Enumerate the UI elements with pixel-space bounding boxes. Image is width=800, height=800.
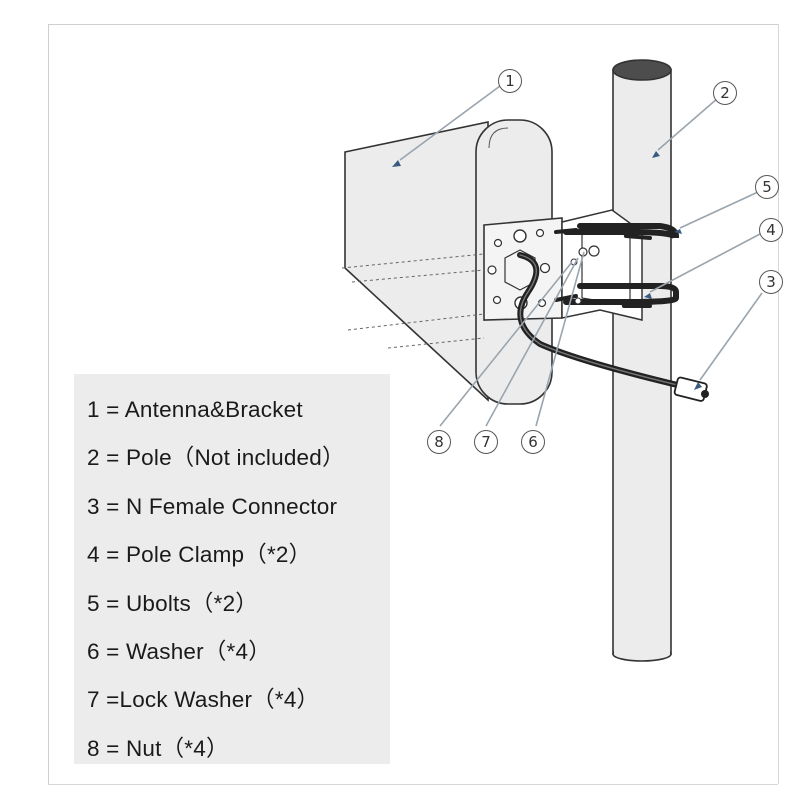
legend-item: 8 = Nut（*4）	[87, 735, 229, 761]
legend-item: 3 = N Female Connector	[87, 493, 338, 519]
dashed-guides	[341, 253, 485, 349]
parts-legend: 1 = Antenna&Bracket 2 = Pole（Not include…	[74, 374, 390, 764]
u-bolt-studs	[554, 228, 652, 308]
legend-item: 7 =Lock Washer（*4）	[87, 687, 320, 713]
callout-2: 2	[713, 81, 737, 105]
legend-item: 1 = Antenna&Bracket	[87, 397, 303, 422]
callout-8: 8	[427, 430, 451, 454]
callout-3: 3	[759, 270, 783, 294]
arrowheads	[644, 151, 702, 390]
legend-item: 2 = Pole（Not included）	[87, 445, 345, 471]
n-female-connector	[673, 376, 709, 402]
image-frame	[48, 24, 778, 784]
legend-item: 5 = Ubolts（*2）	[87, 590, 259, 616]
legend-item: 6 = Washer（*4）	[87, 638, 271, 664]
pole	[612, 59, 672, 662]
callout-4: 4	[759, 218, 783, 242]
u-bolt	[563, 223, 679, 305]
callout-1: 1	[498, 69, 522, 93]
callout-7: 7	[474, 430, 498, 454]
leader-lines	[399, 85, 763, 427]
frame-edge	[778, 24, 779, 784]
cable	[517, 252, 693, 391]
legend-item: 4 = Pole Clamp（*2）	[87, 542, 312, 568]
frame-edge	[48, 784, 778, 785]
callout-5: 5	[755, 175, 779, 199]
callout-6: 6	[521, 430, 545, 454]
pole-clamp	[561, 209, 643, 321]
